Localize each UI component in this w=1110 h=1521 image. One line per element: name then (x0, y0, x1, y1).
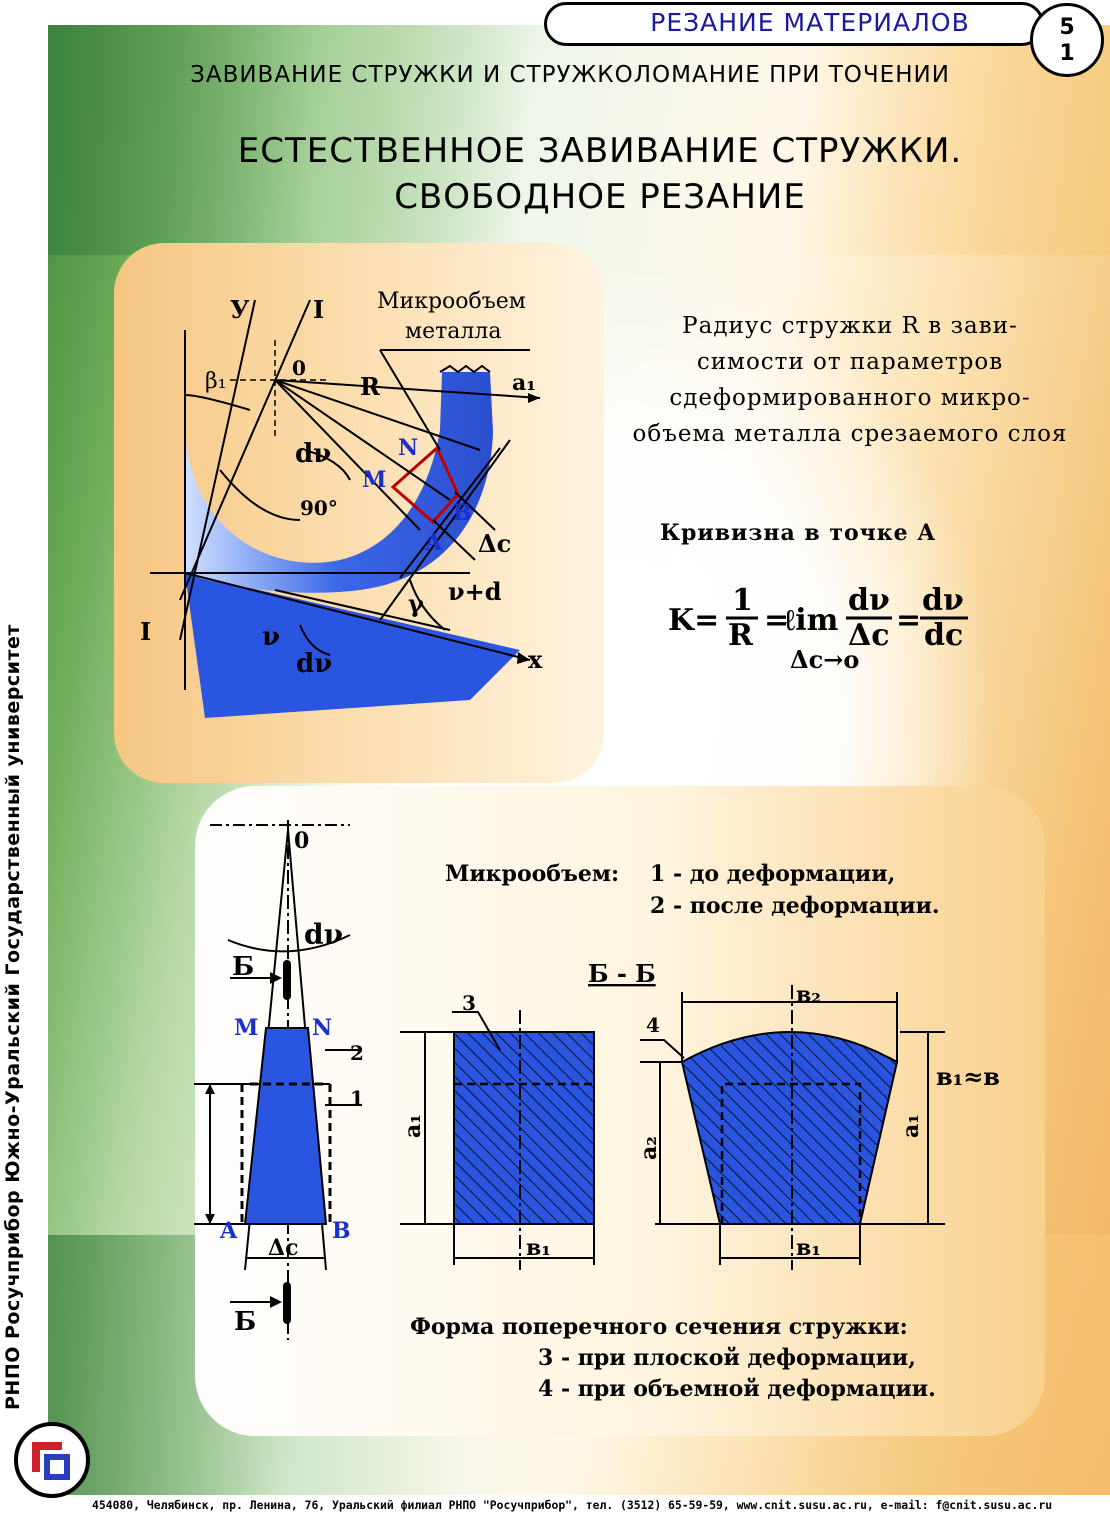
wedge-label-2: 2 (350, 1041, 364, 1065)
formula-eq2: = (896, 603, 921, 638)
label-x: x (528, 645, 543, 674)
radius-line-2: симости от параметров (696, 349, 1004, 375)
page-number-bottom: 1 (1059, 41, 1075, 66)
wedge-label-b-bottom: Б (234, 1307, 256, 1337)
form-item-4: 4 - при объемной деформации. (538, 1376, 936, 1402)
curvature-formula: K= 1 R = ℓim dν Δc = dν dc Δc→o (668, 583, 968, 674)
section-label-a1-right: a₁ (898, 1114, 924, 1138)
label-dv-upper: dν (295, 439, 331, 469)
label-r: R (360, 372, 381, 401)
label-dv-lower: dν (296, 649, 332, 679)
sidebar-organization-text: РНПО Росучприбор Южно-Уральский Государс… (2, 624, 24, 1410)
label-microvolume-1: Микрообъем (377, 289, 526, 314)
form-item-3: 3 - при плоской деформации, (538, 1345, 916, 1371)
formula-dv: dν (848, 583, 890, 618)
label-m: M (362, 467, 386, 493)
wedge-label-m: M (234, 1015, 258, 1041)
label-i-top: I (313, 295, 324, 324)
curvature-label: Кривизна в точке А (660, 520, 937, 546)
radius-description: Радиус стружки R в зави- симости от пара… (610, 308, 1090, 452)
section-label-a2: a₂ (636, 1136, 662, 1160)
radius-line-1: Радиус стружки R в зави- (682, 313, 1018, 339)
label-y: У (230, 295, 250, 324)
wedge-label-a: A (219, 1218, 238, 1244)
bottom-diagram-panel (195, 786, 1045, 1436)
formula-dv2: dν (922, 583, 964, 618)
microvolume-item-2: 2 - после деформации. (650, 893, 940, 919)
formula-eq1: = (764, 603, 789, 638)
formula-one: 1 (732, 583, 753, 618)
section-label-4: 4 (646, 1013, 660, 1037)
section-marker-top (283, 960, 291, 1000)
wedge-label-dc: Δc (268, 1235, 298, 1261)
wedge-label-b: B (332, 1218, 351, 1244)
label-nu: ν (262, 622, 280, 652)
label-n: N (398, 435, 418, 461)
section-label-b1-left: в₁ (526, 1235, 551, 1261)
form-section-description: Форма поперечного сечения стружки: 3 - п… (410, 1312, 940, 1405)
page-number-top: 5 (1059, 15, 1075, 40)
label-90deg: 90° (300, 496, 338, 520)
chip-shape (185, 372, 493, 593)
page-number-badge: 5 1 (1030, 3, 1104, 77)
section-label-b2: в₂ (796, 982, 821, 1008)
form-label: Форма поперечного сечения стружки: (410, 1314, 908, 1340)
title-line-1: ЕСТЕСТВЕННОЕ ЗАВИВАНИЕ СТРУЖКИ. (237, 131, 963, 171)
label-b: B (453, 500, 472, 526)
section-label-b1-right: в₁ (796, 1235, 821, 1261)
section-plane-shape (453, 1031, 595, 1225)
label-microvolume-2: металла (405, 319, 502, 344)
section-title: Б - Б (588, 959, 656, 988)
radius-line-3: сдеформированного микро- (669, 385, 1031, 411)
wedge-label-1: 1 (350, 1086, 364, 1110)
main-title: ЕСТЕСТВЕННОЕ ЗАВИВАНИЕ СТРУЖКИ. СВОБОДНО… (150, 128, 1050, 220)
subtitle: ЗАВИВАНИЕ СТРУЖКИ И СТРУЖКОЛОМАНИЕ ПРИ Т… (190, 62, 950, 88)
microvolume-item-1: 1 - до деформации, (650, 861, 896, 887)
header-title: РЕЗАНИЕ МАТЕРИАЛОВ (650, 8, 970, 37)
microvolume-label: Микрообъем: (445, 861, 620, 887)
section-marker-bottom (283, 1282, 291, 1324)
label-beta: β₁ (205, 369, 227, 394)
formula-lim: ℓim (784, 603, 839, 638)
section-label-a1-left: a₁ (400, 1114, 426, 1138)
wedge-label-dv: dν (304, 918, 343, 951)
wedge-deformed-2 (243, 1027, 328, 1225)
label-dc: Δc (478, 529, 511, 558)
formula-under: Δc→o (790, 645, 859, 674)
wedge-label-n: N (312, 1015, 332, 1041)
microvolume-items: 1 - до деформации, 2 - после деформации. (650, 858, 940, 922)
footer-contact: 454080, Челябинск, пр. Ленина, 76, Ураль… (92, 1498, 1053, 1512)
radius-line-4: объема металла срезаемого слоя (632, 421, 1068, 447)
formula-r: R (728, 618, 754, 653)
label-i-bottom: I (140, 617, 151, 646)
chip-curl-diagram: У I Микрообъем металла 0 β₁ R a₁ dν N M … (140, 289, 543, 718)
label-gamma: γ (408, 589, 424, 618)
organization-logo (14, 1422, 90, 1498)
section-label-3: 3 (462, 991, 476, 1015)
label-v-plus-d: ν+d (448, 577, 502, 606)
formula-dc2: dc (924, 618, 963, 653)
section-volumetric-shape (680, 1031, 899, 1225)
wedge-label-o: 0 (294, 828, 309, 854)
formula-dc: Δc (848, 618, 890, 653)
formula-k: K= (668, 603, 719, 638)
wedge-label-b-top: Б (232, 952, 254, 982)
title-line-2: СВОБОДНОЕ РЕЗАНИЕ (394, 177, 806, 217)
label-a: A (424, 530, 443, 556)
label-o: 0 (292, 356, 306, 380)
label-a1: a₁ (512, 370, 536, 396)
section-label-b-approx: в₁≈в (936, 1062, 1000, 1091)
workpiece-shape (185, 573, 520, 718)
